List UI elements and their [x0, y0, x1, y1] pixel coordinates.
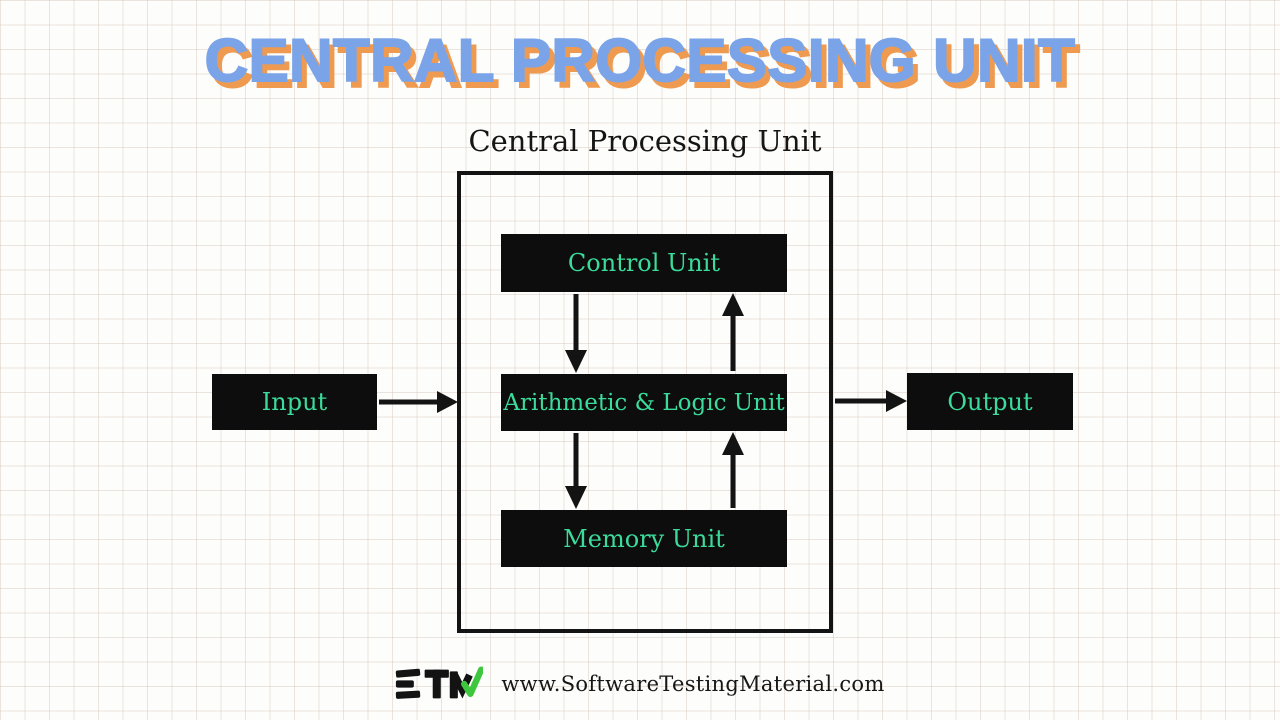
- logo-s-bars: [396, 668, 421, 699]
- logo-check-icon: [461, 666, 484, 698]
- stm-logo-icon: [396, 666, 484, 699]
- node-arithmetic-logic-unit: Arithmetic & Logic Unit: [501, 374, 787, 431]
- arrow-input-to-cpu: [379, 391, 458, 413]
- logo-t: [425, 669, 450, 699]
- node-memory-unit: Memory Unit: [501, 510, 787, 567]
- node-control-unit: Control Unit: [501, 234, 787, 292]
- node-output: Output: [907, 373, 1073, 430]
- footer-url: www.SoftwareTestingMaterial.com: [501, 672, 885, 696]
- cpu-box-label: Central Processing Unit: [468, 124, 822, 158]
- arrow-cpu-to-output: [835, 390, 907, 412]
- logo-m: [450, 666, 484, 699]
- page-title: CENTRAL PROCESSING UNIT: [204, 27, 1076, 95]
- node-input: Input: [212, 374, 377, 430]
- cpu-boundary-box: [457, 171, 833, 633]
- footer: www.SoftwareTestingMaterial.com: [0, 664, 1280, 704]
